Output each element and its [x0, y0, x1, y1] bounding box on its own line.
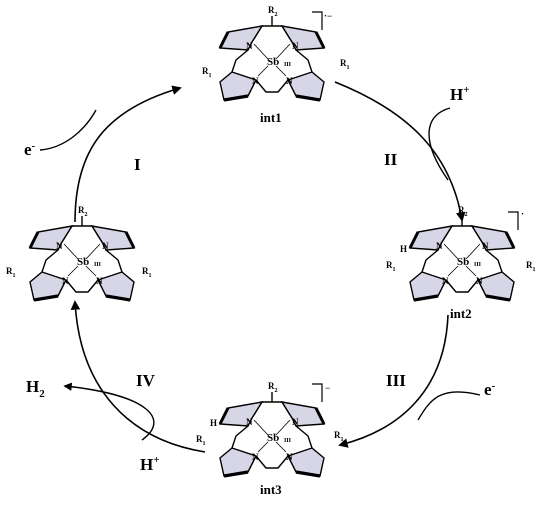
hydrogen-label: H2 — [26, 377, 45, 400]
molecule-int2: Sb III N N N N R2 R1 R1 H · int2 — [386, 205, 536, 321]
cycle-arrow-II — [334, 81, 466, 222]
svg-text:R1: R1 — [202, 66, 212, 79]
svg-text:N: N — [246, 417, 253, 427]
svg-text:Sb: Sb — [77, 256, 89, 268]
svg-text:III: III — [94, 262, 102, 268]
cycle-arrow-III — [338, 314, 449, 448]
svg-text:N: N — [286, 76, 293, 86]
svg-text:R1: R1 — [340, 58, 350, 71]
int1-label: int1 — [260, 110, 282, 125]
svg-text:N: N — [482, 241, 489, 251]
svg-text:R2: R2 — [78, 205, 88, 218]
svg-text:R1: R1 — [386, 260, 396, 273]
cycle-arrow-IV — [70, 300, 206, 453]
electron-label-III: e- — [484, 380, 496, 399]
proton-label-II: H+ — [450, 84, 470, 104]
molecule-int3: Sb III N N N N R2 R1 R1 H − int3 — [196, 381, 344, 497]
int3-label: int3 — [260, 482, 282, 497]
svg-text:Sb: Sb — [267, 56, 279, 68]
step-label-I: I — [134, 155, 141, 174]
electron-label-I: e- — [24, 140, 36, 159]
svg-text:N: N — [56, 241, 63, 251]
svg-text:Sb: Sb — [457, 256, 469, 268]
svg-text:N: N — [246, 41, 253, 51]
svg-text:R1: R1 — [526, 260, 536, 273]
svg-text:R1: R1 — [6, 266, 16, 279]
cycle-arrow-I — [74, 85, 182, 223]
svg-text:N: N — [252, 76, 259, 86]
svg-text:III: III — [474, 262, 482, 268]
svg-text:Sb: Sb — [267, 432, 279, 444]
svg-text:R2: R2 — [268, 381, 278, 394]
svg-text:·: · — [521, 209, 524, 219]
svg-text:R1: R1 — [334, 430, 344, 443]
step-label-IV: IV — [136, 371, 156, 390]
svg-text:N: N — [442, 276, 449, 286]
svg-text:N: N — [292, 41, 299, 51]
svg-text:N: N — [62, 276, 69, 286]
proton-in-arrow-II — [428, 107, 451, 181]
svg-text:N: N — [476, 276, 483, 286]
svg-text:N: N — [102, 241, 109, 251]
svg-text:N: N — [436, 241, 443, 251]
h2-out-arrow-IV — [63, 382, 155, 441]
electron-in-arrow-I — [39, 109, 97, 151]
svg-text:III: III — [284, 62, 292, 68]
step-label-III: III — [386, 371, 406, 390]
electron-in-arrow-III — [417, 391, 481, 421]
svg-text:R2: R2 — [268, 5, 278, 18]
svg-text:R2: R2 — [458, 205, 468, 218]
svg-text:H: H — [400, 244, 407, 254]
svg-text:−: − — [325, 383, 330, 393]
svg-text:R1: R1 — [196, 434, 206, 447]
svg-text:·−: ·− — [324, 11, 332, 21]
int2-label: int2 — [450, 306, 472, 321]
molecule-int1: Sb III N N N N R2 R1 R1 ·− int1 — [202, 5, 350, 125]
step-label-II: II — [384, 150, 398, 169]
svg-text:N: N — [292, 417, 299, 427]
proton-label-IV: H+ — [140, 454, 160, 474]
svg-text:N: N — [286, 452, 293, 462]
molecule-resting-state: Sb III N N N N R2 R1 R1 — [6, 205, 152, 302]
svg-text:H: H — [210, 418, 217, 428]
svg-text:III: III — [284, 438, 292, 444]
svg-text:N: N — [96, 276, 103, 286]
svg-text:R1: R1 — [142, 266, 152, 279]
svg-text:N: N — [252, 452, 259, 462]
